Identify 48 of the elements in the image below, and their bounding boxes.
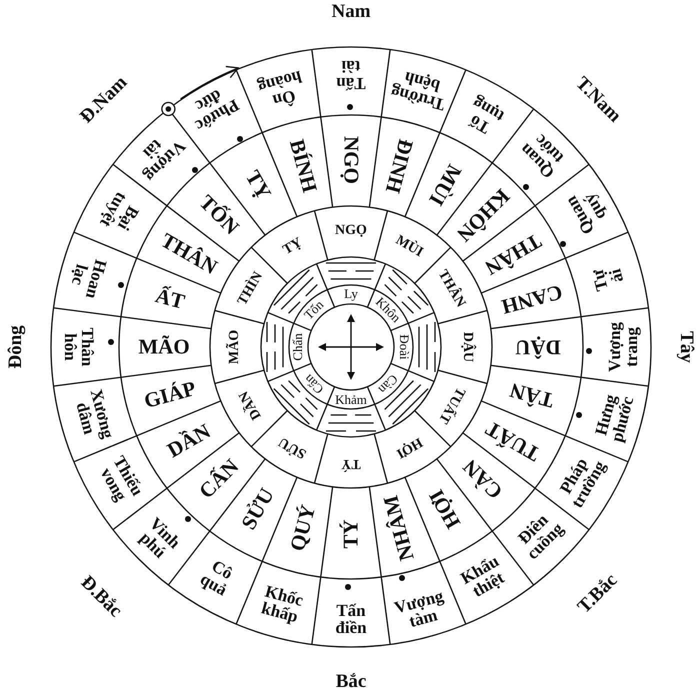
sector-label: Tốn bbox=[301, 297, 326, 322]
sector-label: MÃO bbox=[138, 336, 190, 358]
sector-label: BÍNH bbox=[284, 137, 321, 196]
sector-label: Chấn bbox=[291, 333, 305, 361]
sector-label: HỢI bbox=[393, 434, 425, 462]
sector-label: DẬU bbox=[459, 332, 475, 362]
sector-label: MÃO bbox=[227, 330, 243, 364]
direction-label: Bắc bbox=[336, 671, 366, 693]
sector-label: SỬU bbox=[276, 433, 310, 462]
sector-label: TỴ bbox=[240, 166, 275, 204]
sector-label: TÝ bbox=[340, 519, 362, 549]
sector-label: Thân hôn bbox=[62, 328, 96, 366]
sector-label: Đoài bbox=[397, 334, 411, 360]
sector-label: DẦN bbox=[164, 419, 214, 462]
sector-label: Tấn tài bbox=[336, 58, 366, 92]
sector-label: Trường bệnh bbox=[388, 67, 448, 114]
sector-label: GIÁP bbox=[142, 378, 199, 414]
sector-label: Tố tụng bbox=[465, 94, 507, 140]
sector-label: TÝ bbox=[341, 455, 361, 471]
sector-label: Ly bbox=[344, 287, 358, 301]
sector-label: NGỌ bbox=[335, 223, 367, 239]
sector-label: NHÂM bbox=[380, 492, 420, 563]
sector-label: Cô quả bbox=[198, 556, 237, 599]
sector-label: Tấn điền bbox=[335, 602, 367, 636]
direction-label: Nam bbox=[331, 1, 371, 23]
sector-label: Càn bbox=[376, 372, 401, 397]
sector-label: ẤT bbox=[153, 284, 188, 314]
sector-label: CANH bbox=[498, 279, 564, 318]
sector-label: Vượng trang bbox=[606, 322, 640, 372]
sector-label: Hoan lạc bbox=[67, 256, 110, 300]
sector-label: Khẩu thiệt bbox=[458, 552, 508, 602]
sector-label: Cấn bbox=[301, 372, 326, 397]
sector-label: NGỌ bbox=[340, 136, 362, 184]
direction-label: Đông bbox=[5, 325, 27, 369]
sector-label: QUÝ bbox=[285, 502, 320, 554]
sector-label: MÙI bbox=[392, 232, 426, 261]
sector-label: DẬU bbox=[515, 336, 561, 358]
sector-label: Vượng tàm bbox=[392, 586, 447, 633]
sector-label: Xương dâm bbox=[72, 387, 117, 442]
sector-label: TỴ bbox=[280, 234, 306, 258]
sector-label: Tự ải bbox=[588, 266, 628, 293]
sector-label: Khảm bbox=[335, 393, 367, 407]
sector-label: TÂN bbox=[507, 378, 556, 412]
sector-label: Khốc khấp bbox=[259, 582, 306, 626]
sector-label: ĐINH bbox=[381, 136, 418, 196]
sector-label: Ôn hoàng bbox=[256, 68, 305, 112]
direction-label: Tây bbox=[675, 331, 697, 363]
sector-label: Hưng phước bbox=[591, 392, 636, 444]
